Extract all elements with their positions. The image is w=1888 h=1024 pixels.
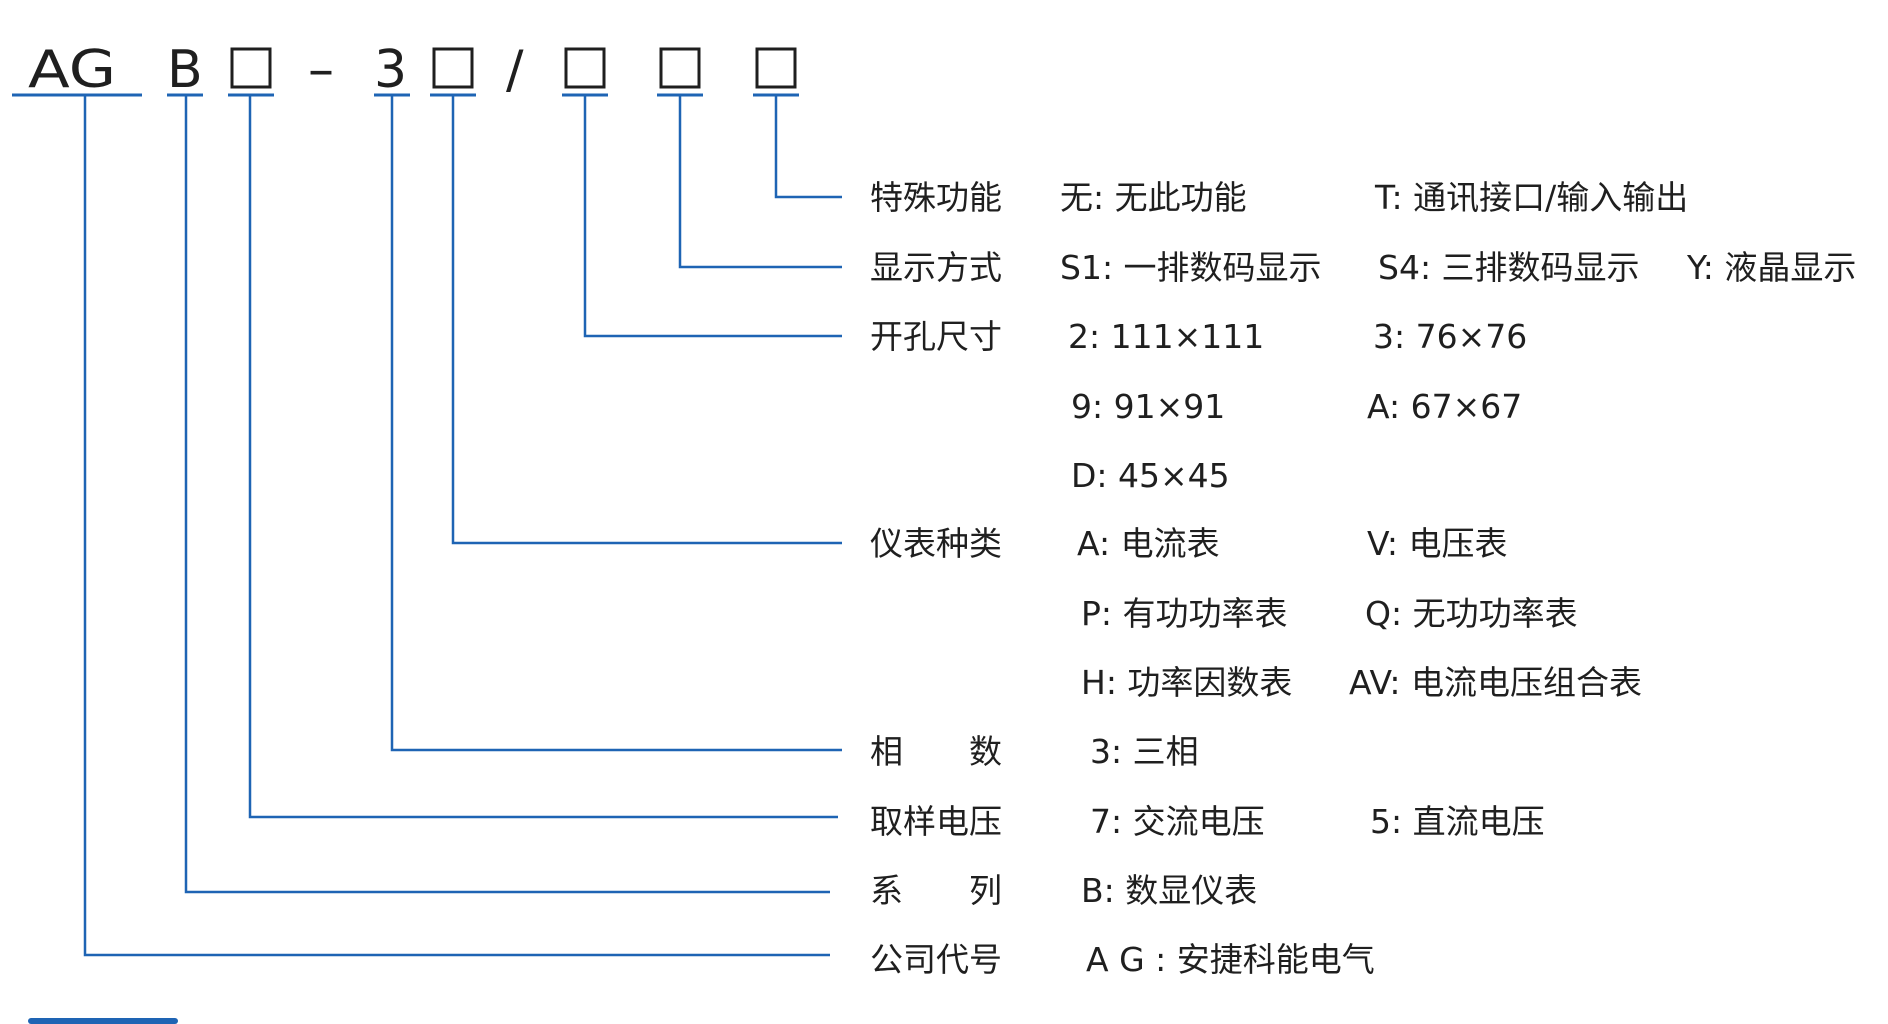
leader-series [184,95,830,894]
code-prefix: AG [28,40,116,100]
leader-display-mode [678,95,842,269]
leader-meter-type [451,95,842,545]
leader-sampling-voltage [248,95,838,819]
label-sampling-voltage: 取样电压 [870,802,1002,841]
display-mode-box [659,47,701,89]
option-phase-3: 3: 三相 [1090,732,1199,771]
option-company-ag: A G : 安捷科能电气 [1086,940,1375,979]
code-slash: / [506,40,524,100]
option-meter-v: V: 电压表 [1367,524,1508,563]
label-series: 系 列 [870,871,1002,910]
code-phase: 3 [374,40,407,100]
bottom-heading-fragment [28,1018,178,1024]
option-cutout-9: 9: 91×91 [1071,387,1225,426]
special-function-box [755,47,797,89]
option-cutout-3: 3: 76×76 [1373,317,1527,356]
label-company-code: 公司代号 [870,940,1002,979]
leader-phase [390,95,842,752]
option-meter-av: AV: 电流电压组合表 [1349,663,1642,702]
option-meter-h: H: 功率因数表 [1081,663,1292,702]
option-special-none: 无: 无此功能 [1060,178,1247,217]
label-meter-type: 仪表种类 [870,524,1002,563]
leader-company-code [83,95,830,957]
option-series-b: B: 数显仪表 [1081,871,1257,910]
label-cutout-size: 开孔尺寸 [870,317,1002,356]
option-cutout-2: 2: 111×111 [1068,317,1264,356]
leader-cutout-size [583,95,842,338]
leader-special-function [774,95,842,199]
label-display-mode: 显示方式 [870,248,1002,287]
option-voltage-ac: 7: 交流电压 [1090,802,1265,841]
option-special-comm: T: 通讯接口/输入输出 [1374,178,1688,217]
option-meter-p: P: 有功功率表 [1081,594,1288,633]
option-meter-q: Q: 无功功率表 [1365,594,1578,633]
label-phase: 相 数 [870,732,1002,771]
sampling-voltage-box [230,47,272,89]
option-display-s4: S4: 三排数码显示 [1378,248,1640,287]
option-cutout-d: D: 45×45 [1071,456,1230,495]
option-display-y: Y: 液晶显示 [1686,248,1856,287]
option-display-s1: S1: 一排数码显示 [1060,248,1322,287]
cutout-size-box [564,47,606,89]
code-dash: – [308,40,334,100]
code-series: B [167,40,203,100]
option-cutout-a: A: 67×67 [1367,387,1522,426]
option-meter-a: A: 电流表 [1077,524,1220,563]
label-special-function: 特殊功能 [870,178,1002,217]
meter-type-box [432,47,474,89]
option-voltage-dc: 5: 直流电压 [1370,802,1545,841]
